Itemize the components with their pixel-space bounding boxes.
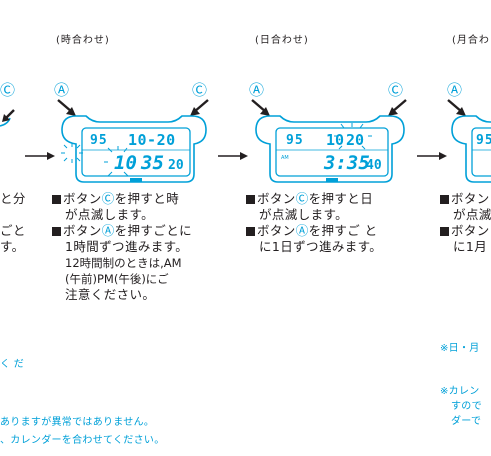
arrow-right-1 [25, 152, 55, 160]
button-c-inline: Ⓒ [101, 191, 115, 206]
watch-month-setting: 95 [447, 99, 491, 183]
left-text-fragment: と分 ごと す。 [0, 191, 26, 255]
bullet-square [52, 195, 61, 204]
button-a-label-time: Ⓐ [54, 81, 70, 99]
button-a-label-month: Ⓐ [447, 81, 463, 99]
time-hour-digits: 10 [114, 152, 137, 174]
day-instructions: ボタンⒸを押すと日 が点滅します。 ボタンⒶを押すご と に1日ずつ進みます。 [246, 191, 382, 255]
month-day-digits: 95 [476, 133, 491, 148]
time-minute-digits: 35 [140, 152, 164, 174]
button-c-label-time: Ⓒ [192, 81, 208, 99]
header-month-setting: (月合わ [452, 35, 490, 46]
note-right-1: ※日・月 [440, 343, 480, 354]
bullet-square [52, 227, 61, 236]
note-left-3: 、カレンダーを合わせてください。 [0, 435, 165, 446]
button-a-inline: Ⓐ [101, 223, 115, 238]
watch-day-setting: 95 10 20 AM 3:35 40 [251, 99, 407, 183]
bullet-square [246, 227, 255, 236]
note-right-3: すので [451, 401, 482, 412]
button-c-label-day: Ⓒ [388, 81, 404, 99]
header-time-setting: (時合わせ) [56, 35, 110, 46]
left-fragment-line2: ごと [0, 223, 26, 238]
button-c-label-left: Ⓒ [0, 81, 16, 99]
day-day-digits: 95 [286, 133, 304, 148]
button-a-inline: Ⓐ [295, 223, 309, 238]
day-date-day: 20 [346, 131, 364, 149]
day-time-main: 3:35 [323, 152, 370, 174]
note-left-2: ありますが異常ではありません。 [0, 417, 155, 428]
bullet-square [440, 195, 449, 204]
left-fragment-line3: す。 [0, 239, 25, 254]
day-am-label: AM [281, 155, 289, 161]
left-fragment-line1: と分 [0, 191, 26, 206]
note-left-1: く だ [0, 359, 25, 370]
day-date-month: 10 [326, 131, 344, 149]
button-c-inline: Ⓒ [295, 191, 309, 206]
note-right-4: ダーで [451, 416, 482, 427]
time-second-digits: 20 [168, 158, 184, 173]
note-right-2: ※カレン [440, 386, 480, 397]
bullet-square [246, 195, 255, 204]
button-a-label-day: Ⓐ [249, 81, 265, 99]
time-instructions: ボタンⒸを押すと時 が点滅します。 ボタンⒶを押すごとに 1時間ずつ進みます。 … [52, 191, 192, 303]
header-day-setting: (日合わせ) [255, 35, 309, 46]
time-day-digits: 95 [90, 133, 108, 148]
arrow-right-2 [218, 152, 248, 160]
left-partial-watch [0, 109, 15, 127]
day-time-seconds: 40 [366, 158, 382, 173]
watch-time-setting: 95 10-20 10 35 20 [57, 99, 209, 183]
arrow-right-3 [417, 152, 447, 160]
bullet-square [440, 227, 449, 236]
time-date-digits: 10-20 [128, 131, 176, 149]
month-instructions: ボタン が点滅 ボタン に1月 [440, 191, 491, 255]
